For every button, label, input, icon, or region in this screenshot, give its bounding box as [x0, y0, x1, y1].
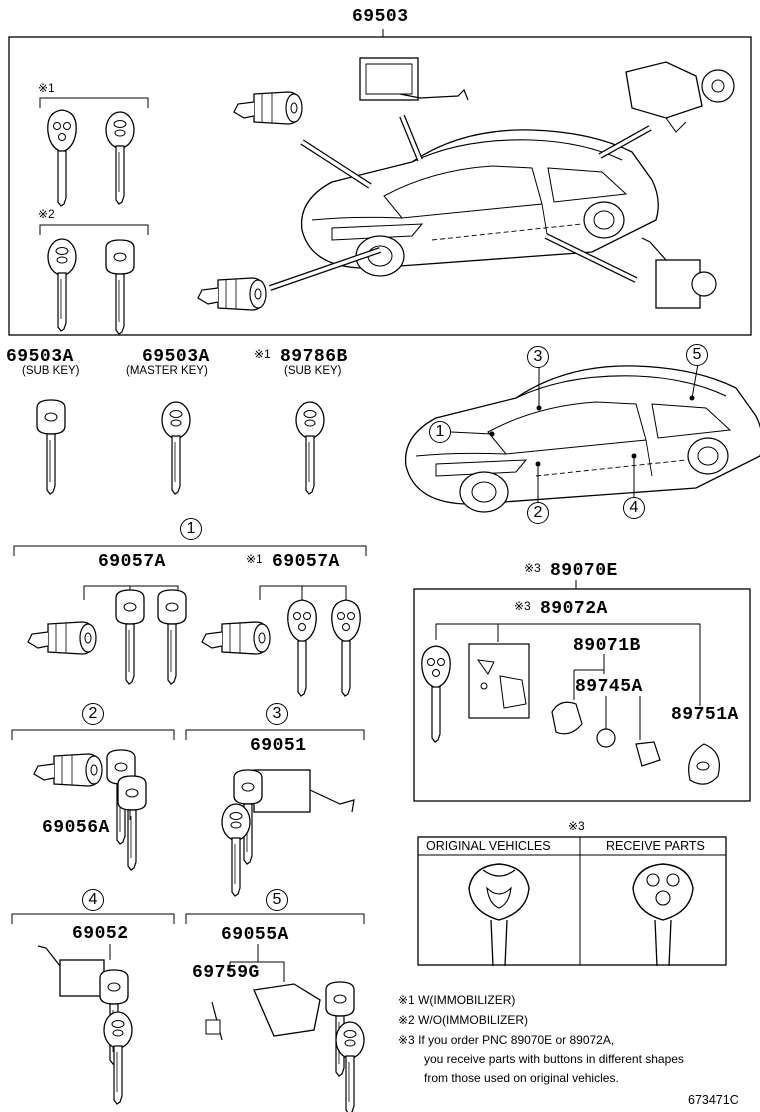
key-master-note: (MASTER KEY) [126, 365, 208, 377]
section-3-part: 69051 [250, 736, 307, 756]
figure-id: 673471C [688, 1093, 739, 1107]
compare-header-original: ORIGINAL VEHICLES [426, 839, 551, 853]
compare-header-receive: RECEIVE PARTS [606, 839, 705, 853]
footnote-3-line-2: you receive parts with buttons in differ… [424, 1052, 684, 1066]
section-1-callout: 1 [180, 518, 202, 540]
remote-kit-marker: ※3 [524, 561, 541, 575]
group-2-marker: ※2 [38, 207, 55, 221]
case-part: 89071B [573, 636, 641, 656]
section-2-part: 69056A [42, 818, 110, 838]
footnote-3-line-3: from those used on original vehicles. [424, 1071, 619, 1085]
section-1-right-part: 69057A [272, 552, 340, 572]
key-immob-marker: ※1 [254, 347, 271, 361]
group-1-marker: ※1 [38, 81, 55, 95]
transmitter-part: 89072A [540, 599, 608, 619]
remote-kit-part: 89070E [550, 561, 618, 581]
top-assembly-box [8, 36, 752, 336]
location-callout-4: 4 [623, 497, 645, 519]
section-5-part-1: 69055A [221, 925, 289, 945]
section-4-callout: 4 [82, 889, 104, 911]
section-4-part: 69052 [72, 924, 129, 944]
key-sub-note: (SUB KEY) [22, 365, 80, 377]
key-immob-note: (SUB KEY) [284, 365, 342, 377]
remote-kit-box [413, 588, 751, 802]
section-1-left-part: 69057A [98, 552, 166, 572]
section-3-callout: 3 [266, 703, 288, 725]
section-5-part-2: 69759G [192, 963, 260, 983]
footnote-2: ※2 W/O(IMMOBILIZER) [398, 1013, 529, 1027]
section-2-callout: 2 [82, 703, 104, 725]
location-callout-3: 3 [527, 346, 549, 368]
key-master-part: 69503A [142, 347, 210, 367]
section-1-right-marker: ※1 [246, 552, 263, 566]
top-assembly-part: 69503 [352, 7, 409, 27]
footnote-3: ※3 If you order PNC 89070E or 89072A, [398, 1033, 615, 1047]
transmitter-marker: ※3 [514, 599, 531, 613]
cover-part: 89751A [671, 705, 739, 725]
key-sub-part: 69503A [6, 347, 74, 367]
key-immob-part: 89786B [280, 347, 348, 367]
comparison-table [417, 836, 727, 966]
location-callout-2: 2 [527, 502, 549, 524]
battery-part: 89745A [575, 677, 643, 697]
location-callout-1: 1 [429, 421, 451, 443]
section-5-callout: 5 [266, 889, 288, 911]
compare-marker: ※3 [568, 819, 585, 833]
location-callout-5: 5 [686, 344, 708, 366]
footnote-1: ※1 W(IMMOBILIZER) [398, 993, 516, 1007]
